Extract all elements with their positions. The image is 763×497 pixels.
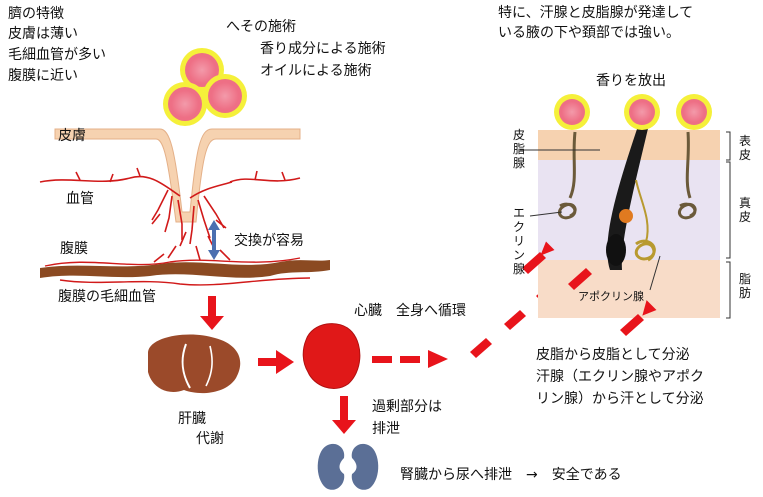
navel-feature-item: 毛細血管が多い	[8, 47, 106, 63]
peritoneum-capillary-label: 腹膜の毛細血管	[58, 289, 156, 305]
navel-feature-item: 皮膚は薄い	[8, 26, 78, 42]
top-right-note: いる腋の下や頚部では強い。	[498, 25, 680, 41]
navel-treatment-title: へその施術	[226, 19, 296, 35]
vessel-label: 血管	[66, 191, 94, 207]
peritoneum-capillaries	[44, 257, 311, 286]
peritoneum-label: 腹膜	[60, 241, 88, 257]
excess-label: 過剰部分は	[372, 399, 442, 415]
double-arrow-icon	[208, 220, 220, 260]
epidermis-label: 表皮	[738, 134, 751, 162]
skin-layer-shape	[54, 128, 301, 223]
navel-treatment-item: 香り成分による施術	[260, 41, 386, 57]
exchange-label: 交換が容易	[234, 233, 304, 249]
liver-organ-icon	[148, 334, 241, 394]
skin-label: 皮膚	[58, 128, 86, 144]
navel-treatment-item: オイルによる施術	[260, 63, 372, 79]
heart-label: 心臓 全身へ循環	[354, 303, 466, 319]
skin-section-icon	[520, 120, 731, 319]
apocrine-gland-label: アポクリン腺	[578, 290, 644, 303]
top-right-note: 特に、汗腺と皮脂腺が発達して	[498, 5, 694, 21]
metabolism-label: 代謝	[196, 431, 224, 447]
flow-arrow	[258, 350, 294, 374]
eccrine-gland-label: エクリン腺	[512, 206, 525, 276]
navel-feature-item: 腹膜に近い	[8, 68, 78, 84]
secretion-note: 汗腺（エクリン腺やアポク	[536, 369, 704, 385]
excretion-label: 排泄	[372, 421, 400, 437]
flow-arrow	[200, 296, 224, 330]
scent-release-label: 香りを放出	[596, 73, 666, 89]
navel-features-title: 臍の特徴	[8, 6, 64, 22]
flow-arrow	[332, 396, 356, 434]
scent-blob-icon	[554, 94, 712, 130]
blood-vessel-network	[39, 167, 301, 263]
sebaceous-gland-label: 皮脂腺	[512, 128, 525, 170]
kidney-organ-icon	[317, 443, 379, 490]
secretion-arrows	[522, 241, 657, 336]
heart-organ-icon	[302, 323, 361, 389]
dermis-label: 真皮	[738, 196, 751, 224]
scent-blob-icon	[163, 48, 247, 126]
secretion-note: 皮脂から皮脂として分泌	[536, 347, 690, 363]
fat-label: 脂肪	[738, 272, 751, 300]
kidney-label: 腎臓から尿へ排泄 → 安全である	[400, 467, 622, 483]
peritoneum-band	[40, 260, 330, 278]
liver-label: 肝臓	[178, 411, 206, 427]
secretion-note: リン腺）から汗として分泌	[536, 391, 704, 407]
